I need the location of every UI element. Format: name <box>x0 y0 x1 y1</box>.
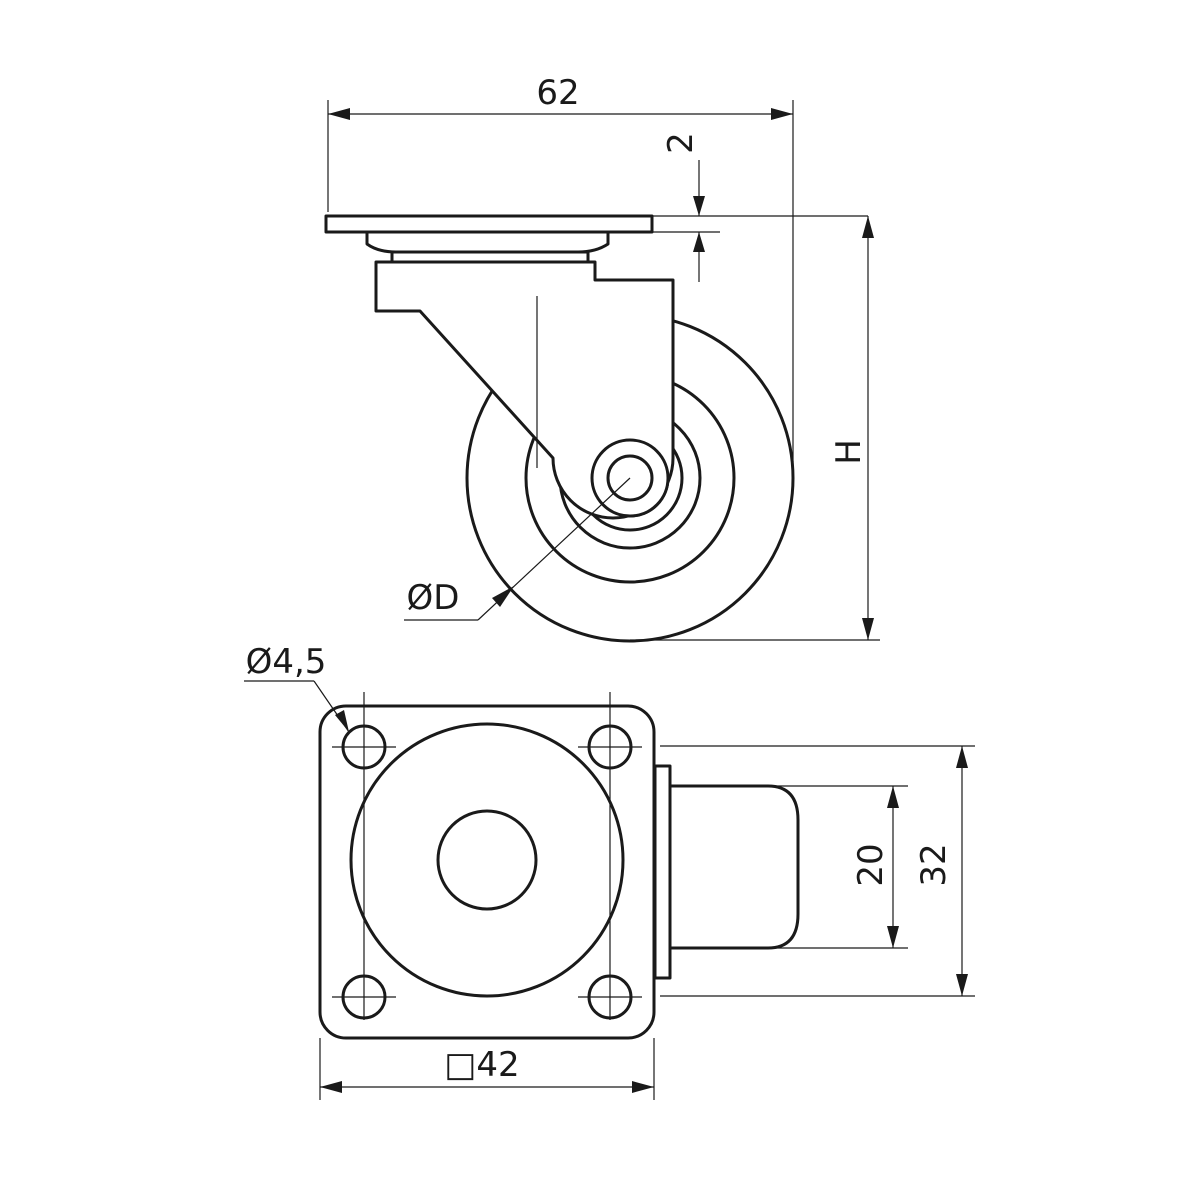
plate-size-dimension: □42 <box>319 1038 655 1100</box>
top-plate <box>324 214 654 234</box>
overall-width-dimension: 32 <box>660 745 975 997</box>
width-dimension-label: 62 <box>536 73 579 113</box>
swivel-bearing <box>365 230 610 264</box>
swivel-ring <box>349 722 625 998</box>
mounting-plate <box>318 704 656 1040</box>
hole-diameter-dimension: Ø4,5 <box>244 642 350 733</box>
overall-width-label: 32 <box>914 843 954 886</box>
height-dimension: H <box>630 216 880 641</box>
plate-size-label: □42 <box>444 1045 519 1085</box>
mounting-holes <box>332 692 642 1020</box>
plate-thickness-label: 2 <box>661 132 701 154</box>
wheel-diameter-dimension: ØD <box>404 477 631 621</box>
width-dimension: 62 <box>327 73 794 462</box>
plate-thickness-dimension: 2 <box>652 132 868 282</box>
top-view: Ø4,5 □42 20 32 <box>244 642 975 1100</box>
wheel-width-label: 20 <box>851 843 891 886</box>
hole-diameter-label: Ø4,5 <box>246 642 327 682</box>
top-wheel <box>653 764 800 980</box>
wheel-diameter-label: ØD <box>407 578 460 618</box>
kingpin-hub <box>436 809 538 911</box>
fork-bracket <box>374 260 675 520</box>
height-label: H <box>829 439 869 465</box>
side-view: 62 2 H ØD <box>324 73 880 643</box>
wheel-width-dimension: 20 <box>770 785 908 949</box>
